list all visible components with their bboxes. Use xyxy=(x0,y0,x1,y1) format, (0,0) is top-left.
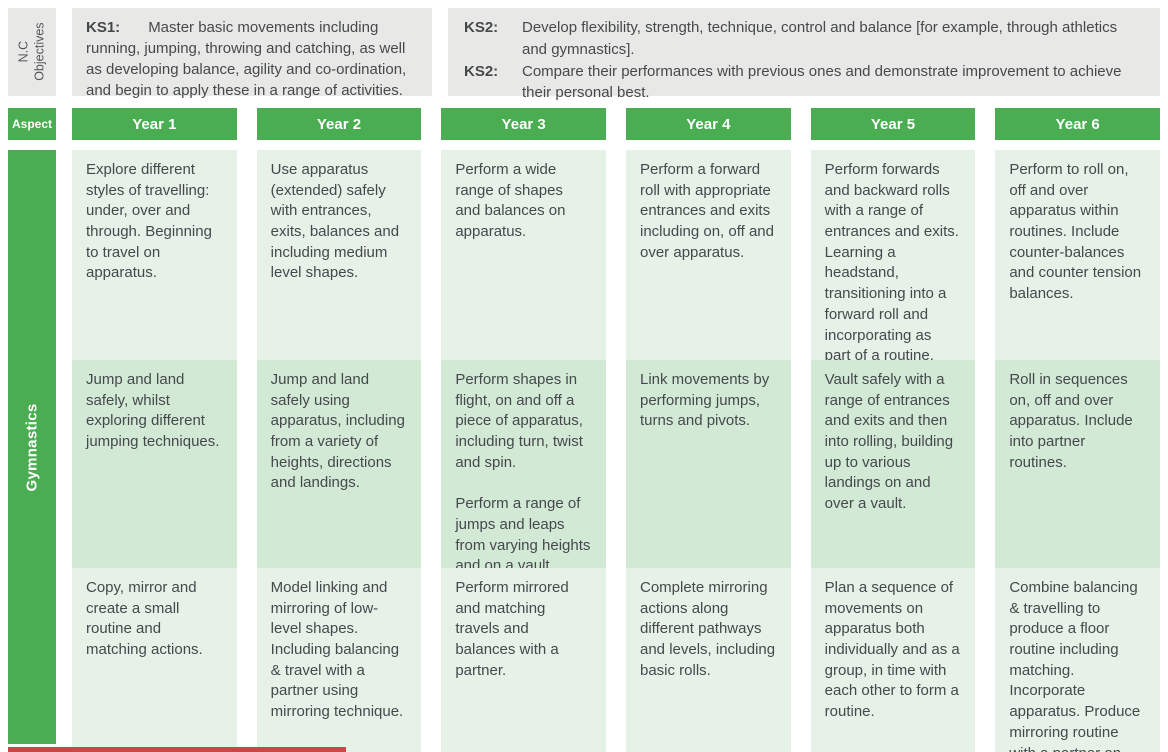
objectives-row-2: Jump and land safely, whilst exploring d… xyxy=(72,360,1160,587)
ks2-objective-box: KS2: Develop flexibility, strength, tech… xyxy=(448,8,1160,101)
cell-r2-year1: Jump and land safely, whilst exploring d… xyxy=(72,360,237,587)
cell-r1-year4: Perform a forward roll with appropriate … xyxy=(626,150,791,377)
cell-r2-year3: Perform shapes in flight, on and off a p… xyxy=(441,360,606,587)
ks2-label-1: KS2: xyxy=(464,19,499,36)
year-1-header: Year 1 xyxy=(72,108,237,140)
ks1-label: KS1: xyxy=(86,19,121,36)
year-4-header: Year 4 xyxy=(626,108,791,140)
cell-r3-year3: Perform mirrored and matching travels an… xyxy=(441,568,606,752)
cell-r1-year1: Explore different styles of travelling: … xyxy=(72,150,237,377)
year-header-row: Year 1 Year 2 Year 3 Year 4 Year 5 Year … xyxy=(72,108,1160,140)
clipped-next-section-bar xyxy=(8,747,346,752)
cell-r3-year6: Combine balancing & travelling to produc… xyxy=(995,568,1160,752)
aspect-header: Aspect xyxy=(8,108,56,140)
cell-r1-year6: Perform to roll on, off and over apparat… xyxy=(995,150,1160,377)
ks2-label-2: KS2: xyxy=(464,62,499,80)
nc-objectives-side-label: N.C Objectives xyxy=(16,22,47,82)
gymnastics-aspect-bar: Gymnastics xyxy=(8,150,56,744)
ks1-objective-box: KS1:Master basic movements including run… xyxy=(72,8,432,99)
cell-r3-year4: Complete mirroring actions along differe… xyxy=(626,568,791,752)
cell-r1-year2: Use apparatus (extended) safely with ent… xyxy=(256,150,422,377)
objectives-row-3: Copy, mirror and create a small routine … xyxy=(72,568,1160,752)
year-5-header: Year 5 xyxy=(810,108,976,140)
cell-r3-year2: Model linking and mirroring of low-level… xyxy=(256,568,422,752)
gymnastics-aspect-label: Gymnastics xyxy=(23,402,41,492)
year-3-header: Year 3 xyxy=(441,108,606,140)
year-2-header: Year 2 xyxy=(256,108,422,140)
cell-r3-year1: Copy, mirror and create a small routine … xyxy=(72,568,237,752)
cell-r1-year5: Perform forwards and backward rolls with… xyxy=(810,150,976,377)
nc-objectives-side-label-box: N.C Objectives xyxy=(8,8,56,96)
cell-r2-year4: Link movements by performing jumps, turn… xyxy=(626,360,791,587)
ks2-objective-text-1: Develop flexibility, strength, technique… xyxy=(522,19,1118,58)
aspect-header-label: Aspect xyxy=(11,117,52,131)
year-6-header: Year 6 xyxy=(995,108,1160,140)
ks1-objective-text: KS1:Master basic movements including run… xyxy=(86,19,407,99)
cell-r3-year5: Plan a sequence of movements on apparatu… xyxy=(810,568,976,752)
cell-r2-year6: Roll in sequences on, off and over appar… xyxy=(995,360,1160,587)
ks2-objective-text-2: Compare their performances with previous… xyxy=(522,62,1122,102)
cell-r2-year2: Jump and land safely using apparatus, in… xyxy=(256,360,422,587)
objectives-row-1: Explore different styles of travelling: … xyxy=(72,150,1160,377)
cell-r1-year3: Perform a wide range of shapes and balan… xyxy=(441,150,606,377)
cell-r2-year5: Vault safely with a range of entrances a… xyxy=(810,360,976,587)
